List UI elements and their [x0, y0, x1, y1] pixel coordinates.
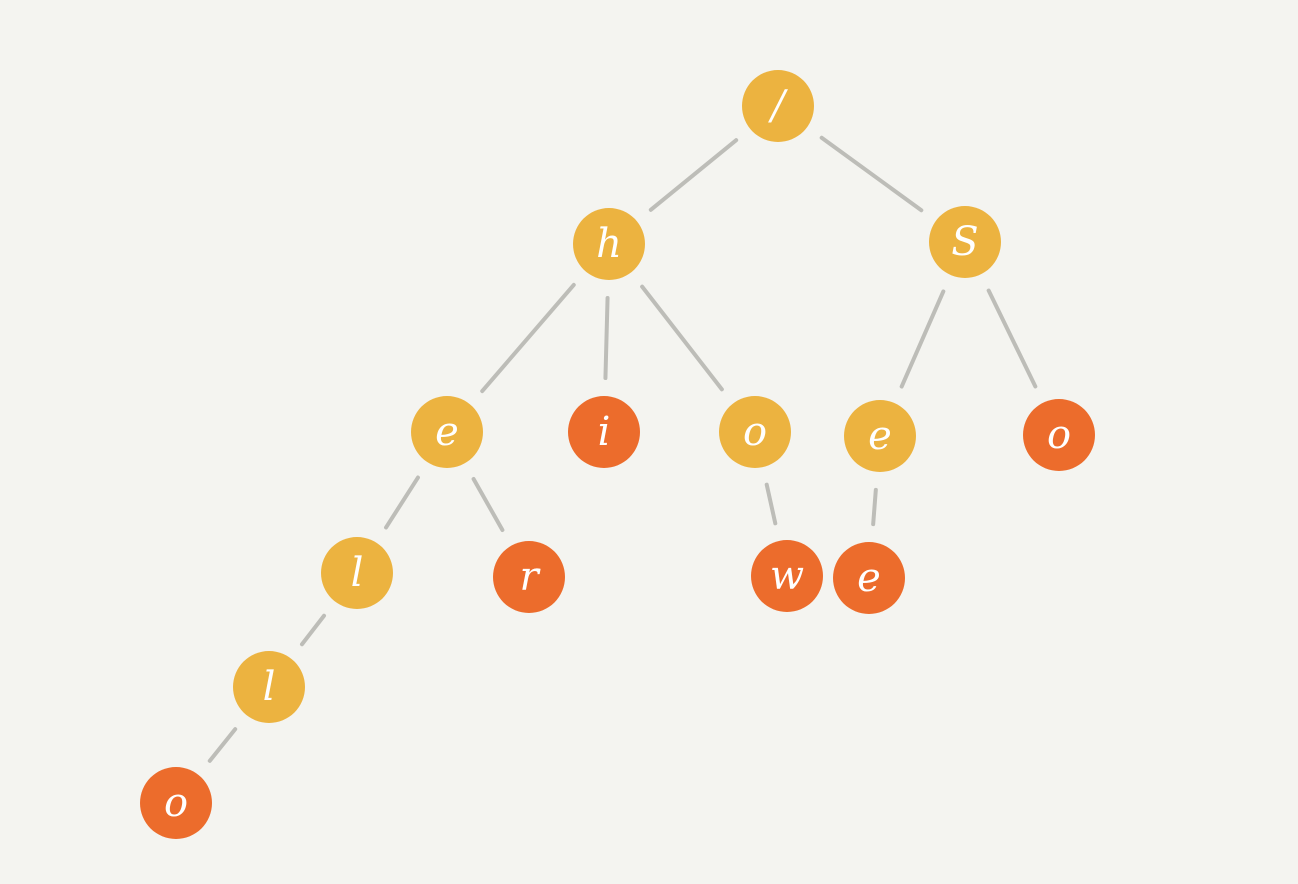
edge-s-se [899, 289, 946, 389]
node-circle-s [929, 206, 1001, 278]
node-hel: l [321, 537, 393, 609]
node-label-hello: o [164, 780, 188, 826]
node-label-he: e [435, 409, 459, 455]
node-circle-root [742, 70, 814, 142]
edge-root-h [648, 138, 739, 212]
node-h: h [573, 208, 645, 280]
node-circle-he [411, 396, 483, 468]
node-circle-hello [140, 767, 212, 839]
node-circle-hi [568, 396, 640, 468]
edge-s-so [986, 288, 1038, 389]
node-circle-hel [321, 537, 393, 609]
node-label-hel: l [351, 550, 364, 596]
node-circle-se [844, 400, 916, 472]
edge-he-hel [384, 475, 420, 530]
node-he: e [411, 396, 483, 468]
node-so: o [1023, 399, 1095, 471]
node-se: e [844, 400, 916, 472]
node-label-hi: i [598, 409, 611, 455]
node-ho: o [719, 396, 791, 468]
edge-hel-hell [299, 613, 327, 647]
node-circle-hell [233, 651, 305, 723]
node-circle-ho [719, 396, 791, 468]
node-see: e [833, 542, 905, 614]
node-label-hell: l [263, 664, 276, 710]
edge-ho-how [764, 482, 778, 526]
node-circle-see [833, 542, 905, 614]
node-label-s: S [951, 219, 978, 265]
edge-h-hi [603, 295, 610, 381]
node-how: w [751, 540, 823, 612]
node-hello: o [140, 767, 212, 839]
node-label-h: h [596, 221, 622, 267]
node-circle-so [1023, 399, 1095, 471]
edge-h-he [480, 282, 576, 394]
nodes-layer: / h Se i o e o l r w e l o [140, 70, 1095, 839]
edges-layer [207, 135, 1038, 763]
node-label-root: / [767, 83, 788, 129]
node-label-so: o [1047, 412, 1071, 458]
node-circle-how [751, 540, 823, 612]
node-her: r [493, 541, 565, 613]
node-label-see: e [857, 555, 881, 601]
edge-he-her [471, 477, 505, 532]
node-hell: l [233, 651, 305, 723]
edge-hell-hello [207, 727, 238, 763]
node-hi: i [568, 396, 640, 468]
node-circle-her [493, 541, 565, 613]
node-label-her: r [519, 554, 541, 600]
edge-h-ho [640, 284, 724, 392]
edge-se-see [871, 487, 878, 527]
node-label-se: e [868, 413, 892, 459]
node-label-ho: o [743, 409, 767, 455]
node-label-how: w [770, 553, 804, 599]
node-root: / [742, 70, 814, 142]
edge-root-s [819, 135, 924, 213]
node-s: S [929, 206, 1001, 278]
node-circle-h [573, 208, 645, 280]
